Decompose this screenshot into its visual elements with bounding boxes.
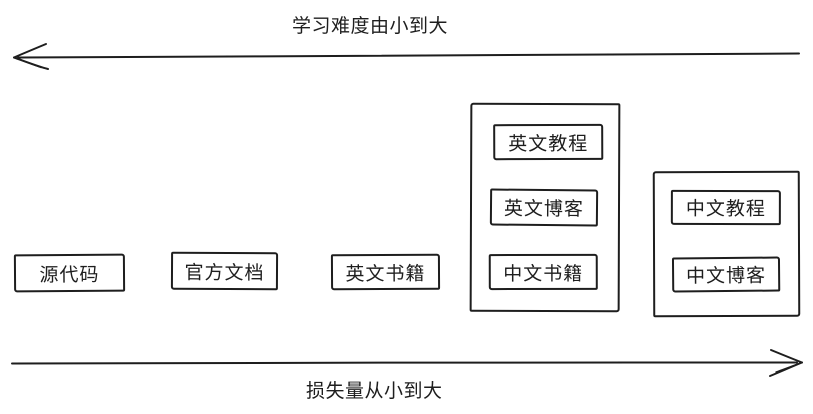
box-chinese-books: 中文书籍 xyxy=(488,253,598,291)
box-english-books: 英文书籍 xyxy=(330,253,441,291)
box-chinese-tutorials: 中文教程 xyxy=(670,189,781,226)
box-english-tutorials: 英文教程 xyxy=(493,123,604,161)
box-english-tutorials-label: 英文教程 xyxy=(508,133,589,155)
box-chinese-blogs: 中文博客 xyxy=(671,256,781,293)
difficulty-arrow-left-icon xyxy=(13,43,800,70)
loss-axis-label: 损失量从小到大 xyxy=(306,381,443,402)
group-english-resources: 英文教程 英文博客 中文书籍 xyxy=(469,102,621,313)
loss-arrow-right-icon xyxy=(11,349,803,377)
box-official-docs-label: 官方文档 xyxy=(184,262,265,284)
box-english-blogs: 英文博客 xyxy=(489,188,599,227)
box-source-code: 源代码 xyxy=(13,253,126,293)
box-chinese-tutorials-label: 中文教程 xyxy=(685,198,766,221)
box-english-blogs-label: 英文博客 xyxy=(503,198,585,221)
box-chinese-blogs-label: 中文博客 xyxy=(686,265,767,288)
group-chinese-resources: 中文教程 中文博客 xyxy=(652,170,801,318)
box-source-code-label: 源代码 xyxy=(39,264,100,286)
box-official-docs: 官方文档 xyxy=(170,251,279,291)
box-chinese-books-label: 中文书籍 xyxy=(503,263,584,285)
box-english-books-label: 英文书籍 xyxy=(345,263,426,285)
difficulty-axis-label: 学习难度由小到大 xyxy=(292,16,449,37)
